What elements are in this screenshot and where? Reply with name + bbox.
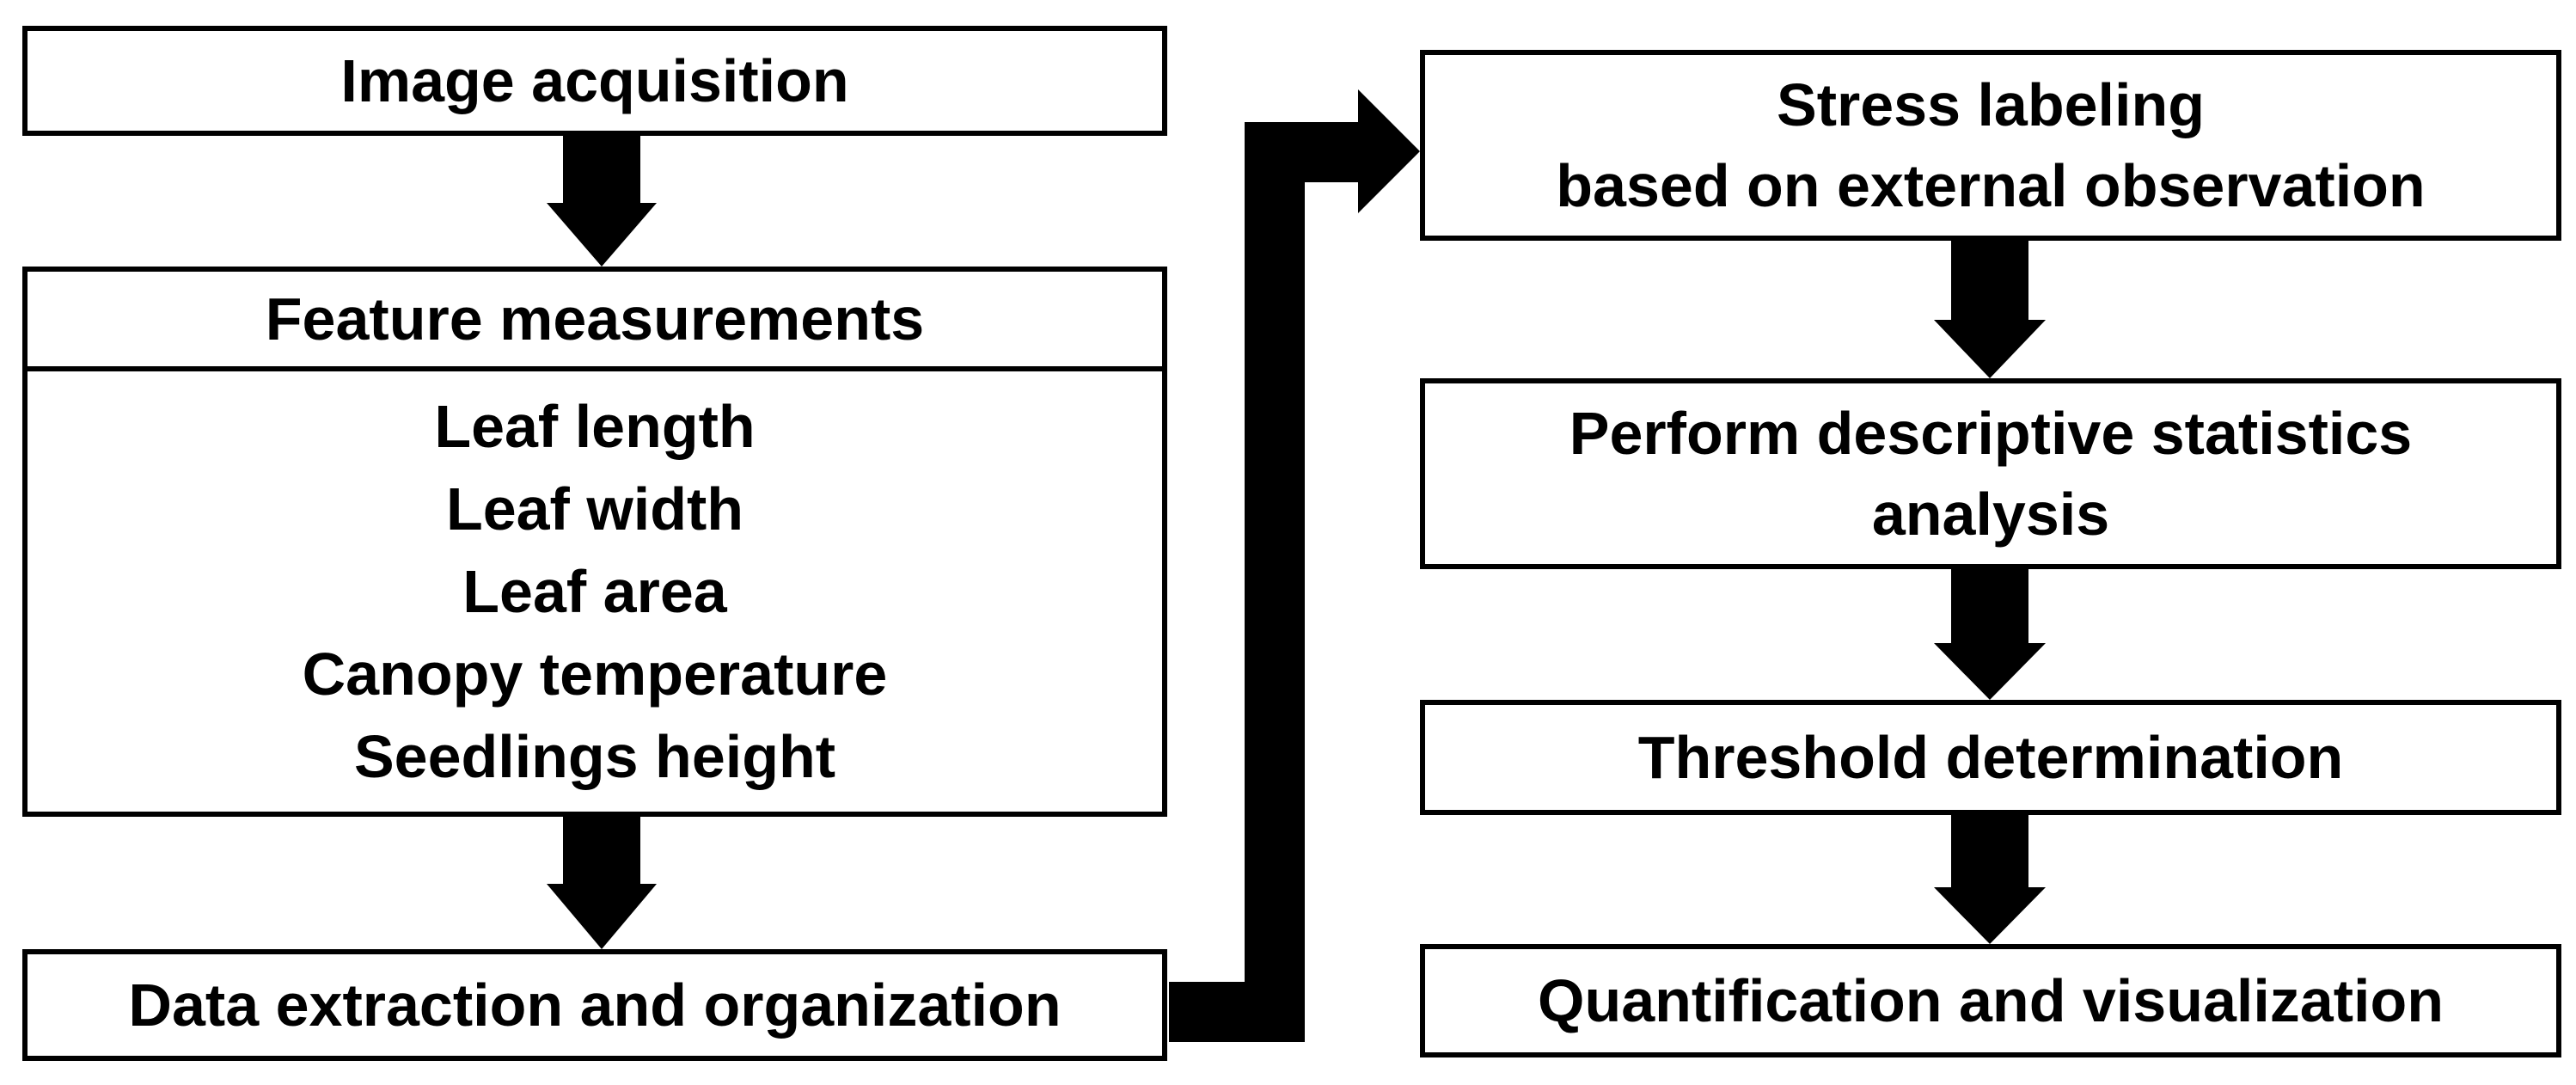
arrow-acquisition-to-features — [547, 136, 657, 267]
data-extraction-box: Data extraction and organization — [22, 949, 1167, 1061]
feature-item-seedlings-height: Seedlings height — [353, 723, 836, 790]
feature-item-leaf-area: Leaf area — [462, 558, 727, 625]
stress-labeling-line-2: based on external observation — [1556, 152, 2426, 219]
feature-measurements-title: Feature measurements — [28, 272, 1162, 371]
feature-measurements-list: Leaf length Leaf width Leaf area Canopy … — [28, 371, 1162, 812]
descriptive-statistics-line-1: Perform descriptive statistics — [1569, 400, 2413, 467]
threshold-determination-box: Threshold determination — [1420, 700, 2561, 815]
feature-item-leaf-length: Leaf length — [434, 393, 756, 460]
image-acquisition-box: Image acquisition — [22, 26, 1167, 136]
arrow-threshold-to-quantification — [1934, 815, 2046, 944]
descriptive-statistics-line-2: analysis — [1871, 481, 2110, 548]
threshold-determination-label: Threshold determination — [1637, 724, 2344, 791]
descriptive-statistics-box: Perform descriptive statistics analysis — [1420, 378, 2561, 569]
quantification-label: Quantification and visualization — [1538, 967, 2444, 1034]
arrow-extraction-to-stress-labeling — [1169, 89, 1420, 1042]
feature-item-leaf-width: Leaf width — [445, 475, 744, 542]
feature-measurements-box: Feature measurements Leaf length Leaf wi… — [22, 267, 1167, 817]
feature-item-canopy-temperature: Canopy temperature — [302, 641, 888, 708]
arrow-statistics-to-threshold — [1934, 567, 2046, 700]
quantification-box: Quantification and visualization — [1420, 944, 2561, 1057]
data-extraction-label: Data extraction and organization — [128, 972, 1062, 1039]
image-acquisition-label: Image acquisition — [340, 47, 849, 114]
arrow-features-to-extraction — [547, 815, 657, 949]
arrow-stress-to-statistics — [1934, 241, 2046, 378]
stress-labeling-box: Stress labeling based on external observ… — [1420, 50, 2561, 241]
stress-labeling-line-1: Stress labeling — [1777, 71, 2205, 138]
